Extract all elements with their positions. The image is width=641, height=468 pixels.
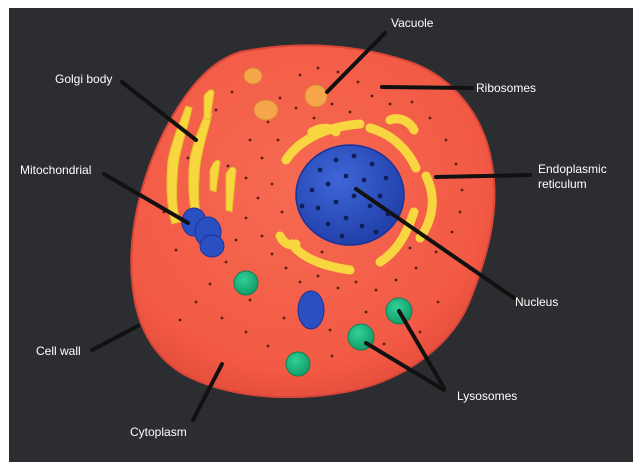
- label-nucleus: Nucleus: [515, 295, 558, 309]
- nucleus-model: [296, 145, 404, 245]
- label-mitochondrial: Mitochondrial: [20, 163, 91, 177]
- label-ribosomes: Ribosomes: [476, 81, 536, 95]
- label-vacuole: Vacuole: [391, 16, 433, 30]
- label-cytoplasm: Cytoplasm: [130, 425, 187, 439]
- label-endoplasmic-line1: Endoplasmic: [538, 162, 607, 176]
- label-golgi-body: Golgi body: [55, 72, 112, 86]
- label-lysosomes: Lysosomes: [457, 389, 517, 403]
- label-cell-wall: Cell wall: [36, 344, 81, 358]
- label-endoplasmic-line2: reticulum: [538, 177, 587, 191]
